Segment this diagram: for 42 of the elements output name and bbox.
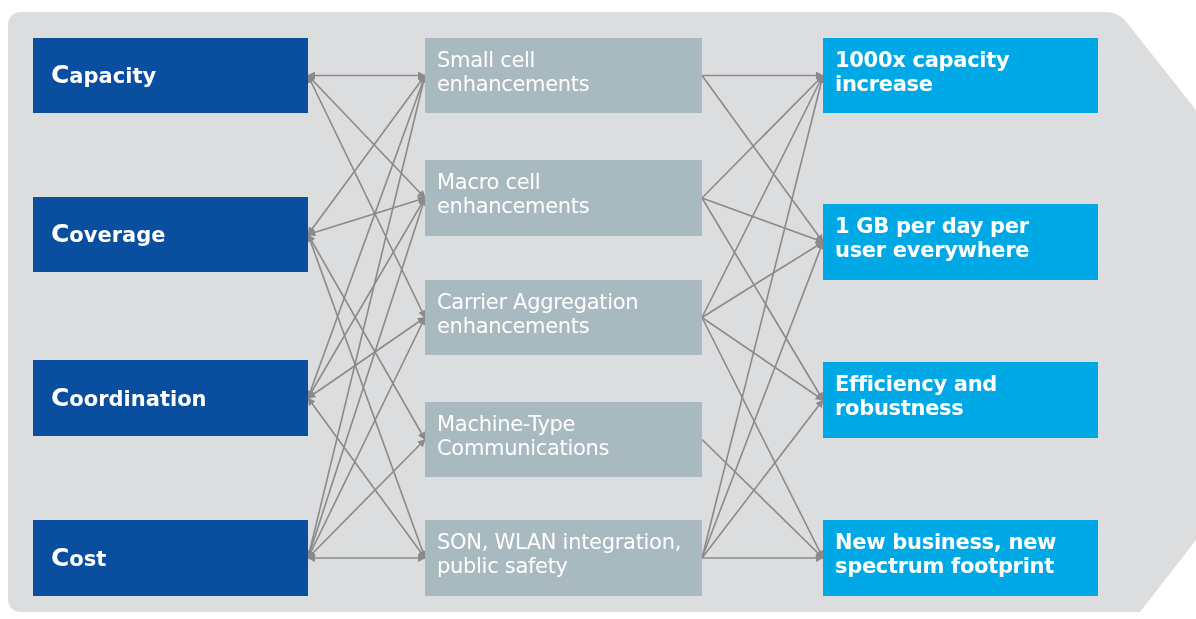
arrow [701, 74, 824, 199]
box-label: Efficiency and robustness [835, 372, 999, 421]
arrow [701, 197, 824, 244]
box-label: Small cell enhancements [437, 48, 591, 97]
arrow [701, 554, 824, 562]
box-label: SON, WLAN integration, public safety [437, 530, 683, 579]
arrow [307, 438, 426, 559]
box-label: New business, new spectrum footprint [835, 530, 1058, 579]
box-label: Coverage [51, 220, 166, 249]
box-label: Carrier Aggregation enhancements [437, 290, 640, 339]
box-label: Coordination [51, 383, 207, 413]
arrow [701, 74, 824, 243]
arrow [701, 438, 824, 559]
feature-box [425, 520, 702, 596]
goal-box [33, 360, 308, 436]
feature-box [425, 280, 702, 355]
box-label: Cost [51, 543, 107, 573]
target-box [823, 520, 1098, 596]
goal-box [33, 38, 308, 113]
arrow [701, 241, 824, 319]
target-box [823, 204, 1098, 280]
arrow [307, 397, 426, 559]
target-box [823, 38, 1098, 113]
goal-box [33, 520, 308, 596]
arrow [307, 71, 426, 80]
box-label: Macro cell enhancements [437, 170, 591, 219]
arrow [701, 316, 824, 401]
arrow [701, 71, 824, 80]
arrow [307, 554, 426, 562]
arrow [307, 196, 426, 237]
arrow [307, 74, 426, 199]
feature-box [425, 160, 702, 236]
target-box [823, 362, 1098, 438]
goal-box [33, 197, 308, 272]
box-label: 1 GB per day per user everywhere [835, 214, 1031, 263]
box-label: Machine-Type Communications [437, 412, 611, 461]
arrow [701, 399, 824, 559]
feature-box [425, 38, 702, 113]
feature-box [425, 402, 702, 477]
box-label: 1000x capacity increase [835, 48, 1011, 97]
arrow [307, 316, 426, 399]
box-label: Capacity [51, 61, 157, 90]
